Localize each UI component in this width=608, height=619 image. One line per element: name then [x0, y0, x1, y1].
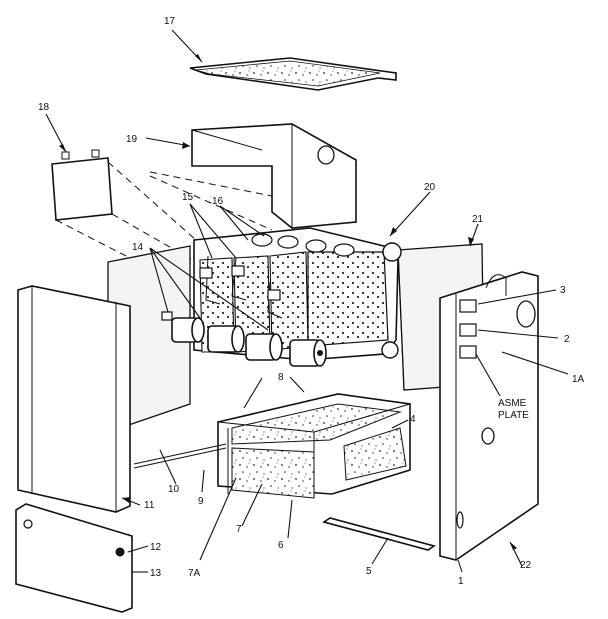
callout-17: 17 — [164, 16, 176, 27]
lower-rails — [133, 443, 227, 493]
callout-6: 6 — [278, 540, 284, 551]
burner-assembly — [149, 203, 327, 367]
callout-15: 15 — [182, 192, 194, 203]
top-panel — [171, 29, 397, 91]
callout-1: 1 — [458, 576, 464, 587]
asme-plate-line1: ASME — [498, 398, 527, 409]
callout-5: 5 — [366, 566, 372, 577]
callout-20: 20 — [424, 182, 436, 193]
asme-plate-line2: PLATE — [498, 410, 529, 421]
callout-7a: 7A — [188, 568, 201, 579]
callout-2: 2 — [564, 334, 570, 345]
right-side-panel — [439, 271, 569, 573]
callout-9: 9 — [198, 496, 204, 507]
callout-13: 13 — [150, 568, 162, 579]
callout-12: 12 — [150, 542, 162, 553]
callout-14: 14 — [132, 242, 144, 253]
callout-8: 8 — [278, 372, 284, 383]
flue-hood — [145, 123, 357, 229]
callout-16: 16 — [212, 196, 224, 207]
callout-4: 4 — [410, 414, 416, 425]
left-side-panel — [17, 285, 141, 513]
callout-19: 19 — [126, 134, 138, 145]
callout-21: 21 — [472, 214, 484, 225]
callout-3: 3 — [560, 285, 566, 296]
callout-7: 7 — [236, 524, 242, 535]
base-assembly — [199, 376, 411, 561]
callout-18: 18 — [38, 102, 50, 113]
front-lower-panel — [15, 503, 149, 613]
callout-11: 11 — [144, 500, 155, 511]
callout-22: 22 — [520, 560, 532, 571]
control-box — [45, 113, 273, 263]
callout-1a: 1A — [572, 374, 585, 385]
callout-10: 10 — [168, 484, 180, 495]
bottom-rail — [322, 517, 436, 565]
